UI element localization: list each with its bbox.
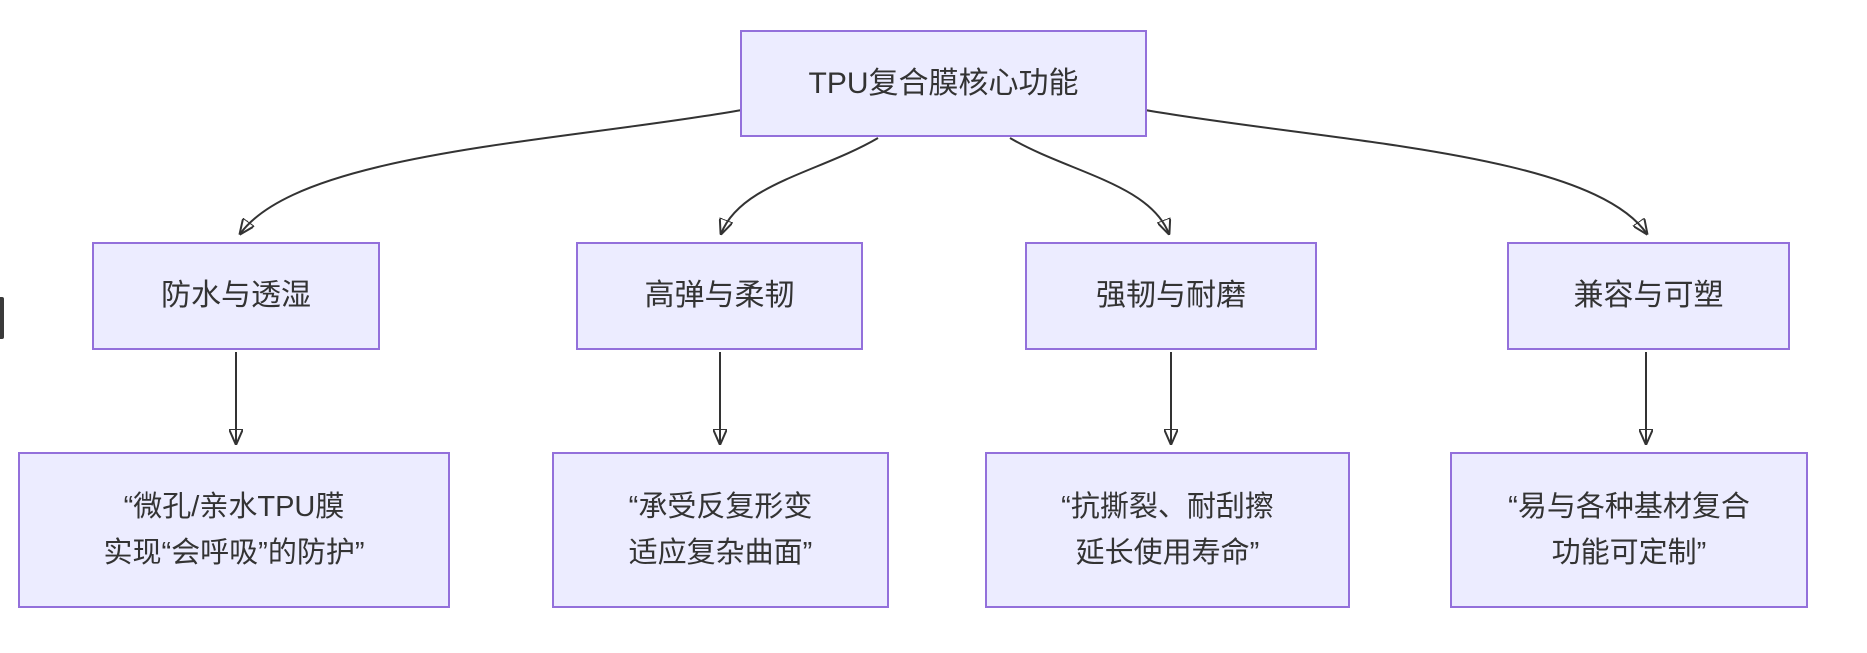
detail-line-2: 功能可定制” bbox=[1551, 537, 1707, 569]
node-branch-waterproof: 防水与透湿 bbox=[92, 242, 380, 350]
node-detail-compatible: “易与各种基材复合 功能可定制” bbox=[1450, 452, 1808, 608]
edge-root-to-branch-2 bbox=[1009, 137, 1169, 234]
node-branch-label: 强韧与耐磨 bbox=[1096, 279, 1246, 312]
node-detail-durable: “抗撕裂、耐刮擦 延长使用寿命” bbox=[985, 452, 1350, 608]
detail-line-1: “抗撕裂、耐刮擦 bbox=[1061, 491, 1274, 523]
node-branch-compatible: 兼容与可塑 bbox=[1507, 242, 1790, 350]
edge-root-to-branch-3 bbox=[1144, 109, 1647, 234]
node-detail-waterproof: “微孔/亲水TPU膜 实现“会呼吸”的防护” bbox=[18, 452, 450, 608]
clipped-edge-artifact bbox=[0, 297, 4, 339]
node-branch-elastic: 高弹与柔韧 bbox=[576, 242, 863, 350]
node-branch-label: 防水与透湿 bbox=[161, 279, 311, 312]
edge-root-to-branch-1 bbox=[721, 137, 879, 234]
node-branch-label: 兼容与可塑 bbox=[1573, 279, 1724, 312]
edge-root-to-branch-0 bbox=[240, 109, 743, 234]
node-branch-durable: 强韧与耐磨 bbox=[1025, 242, 1317, 350]
detail-line-2: 实现“会呼吸”的防护” bbox=[103, 537, 365, 569]
detail-line-2: 适应复杂曲面” bbox=[628, 537, 813, 569]
detail-line-2: 延长使用寿命” bbox=[1075, 537, 1260, 569]
detail-line-1: “微孔/亲水TPU膜 bbox=[123, 491, 345, 523]
node-branch-label: 高弹与柔韧 bbox=[644, 279, 795, 312]
node-root-label: TPU复合膜核心功能 bbox=[808, 66, 1079, 100]
node-detail-elastic: “承受反复形变 适应复杂曲面” bbox=[552, 452, 889, 608]
node-root: TPU复合膜核心功能 bbox=[740, 30, 1147, 137]
detail-line-1: “易与各种基材复合 bbox=[1508, 491, 1750, 523]
detail-line-1: “承受反复形变 bbox=[628, 491, 813, 523]
